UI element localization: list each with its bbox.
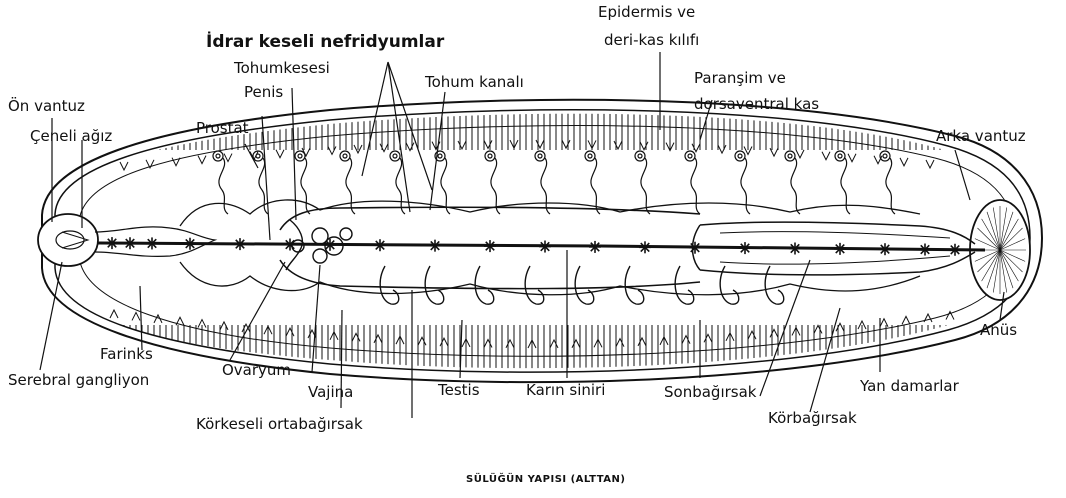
testis-2 (425, 266, 444, 304)
label-ceneli-agiz: Çeneli ağız (30, 128, 112, 145)
ganglion-5 (234, 238, 246, 250)
label-ovaryum: Ovaryum (222, 362, 291, 379)
label-serebral: Serebral gangliyon (8, 372, 149, 389)
label-karin-siniri: Karın siniri (526, 382, 605, 399)
label-farinks: Farinks (100, 346, 153, 363)
label-idrar-keseli: İdrar keseli nefridyumlar (206, 34, 444, 51)
nephridium-11 (685, 151, 700, 214)
nephridium-7 (485, 151, 500, 214)
ganglion-4 (184, 238, 196, 250)
ganglion-3 (146, 237, 158, 249)
label-tohumkesesi: Tohumkesesi (234, 60, 330, 77)
ganglion-13 (639, 241, 651, 253)
label-arka-vantuz: Arka vantuz (936, 128, 1026, 145)
label-korkeseli: Körkeseli ortabağırsak (196, 416, 363, 433)
crop-lower (180, 262, 920, 295)
label-epidermis-2: deri-kas kılıfı (604, 32, 699, 49)
nephridium-13 (785, 151, 800, 214)
ganglion-14 (689, 242, 701, 254)
nephridium-6 (435, 151, 450, 214)
sperm-duct (280, 207, 700, 230)
nephridium-1 (213, 151, 228, 214)
ganglion-20 (949, 244, 961, 256)
testis-6 (625, 266, 644, 304)
nephridium-10 (635, 151, 650, 214)
leader-lines (40, 52, 1004, 418)
ganglion-6 (284, 239, 296, 251)
skin-inner (55, 110, 1030, 372)
ganglion-16 (789, 243, 801, 255)
label-sonbagirsak: Sonbağırsak (664, 384, 756, 401)
label-prostat: Prostat (196, 120, 249, 137)
label-yan-damarlar: Yan damarlar (860, 378, 959, 395)
nephridium-15 (880, 151, 895, 214)
ganglion-12 (589, 241, 601, 253)
ganglion-9 (429, 240, 441, 252)
ganglion-10 (484, 240, 496, 252)
label-korbagirsak: Körbağırsak (768, 410, 857, 427)
testis-3 (475, 266, 494, 304)
label-penis: Penis (244, 84, 283, 101)
label-testis: Testis (438, 382, 480, 399)
testis-4 (525, 266, 544, 304)
label-paransim-1: Paranşim ve (694, 70, 786, 87)
ganglion-8 (374, 239, 386, 251)
testis-7 (675, 266, 694, 304)
label-anus: Anüs (980, 322, 1017, 339)
ganglion-15 (739, 242, 751, 254)
testis-1 (380, 266, 399, 304)
testis-5 (575, 266, 594, 304)
label-epidermis-1: Epidermis ve (598, 4, 695, 21)
nephridium-14 (835, 151, 850, 214)
ganglion-11 (539, 241, 551, 253)
nephridium-8 (535, 151, 550, 214)
nephridium-9 (585, 151, 600, 214)
label-vajina: Vajina (308, 384, 353, 401)
ganglion-19 (919, 244, 931, 256)
label-on-vantuz: Ön vantuz (8, 98, 85, 115)
label-tohum-kanali: Tohum kanalı (425, 74, 524, 91)
ganglion-18 (879, 243, 891, 255)
nephridium-3 (295, 151, 310, 214)
ganglion-17 (834, 243, 846, 255)
figure-caption: SÜLÜĞÜN YAPISI (ALTTAN) (466, 474, 625, 485)
label-paransim-2: dorsaventral kas (694, 96, 819, 113)
ganglion-2 (124, 237, 136, 249)
testis-9 (765, 266, 784, 304)
ganglion-1 (106, 237, 118, 249)
